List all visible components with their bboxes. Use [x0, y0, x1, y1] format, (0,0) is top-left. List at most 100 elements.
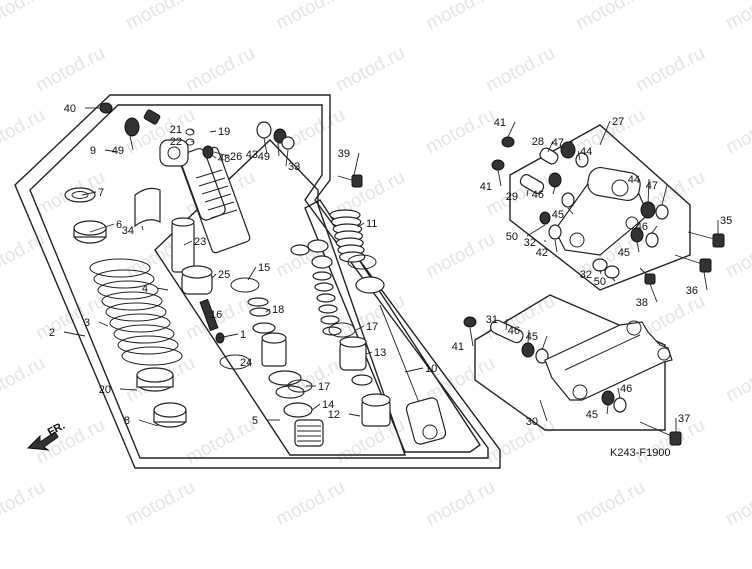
- callout-7: 7: [98, 187, 104, 199]
- callout-leader: [469, 327, 474, 347]
- bolt-35: [687, 231, 725, 248]
- spring-coil: [109, 313, 171, 333]
- callout-leader: [505, 318, 508, 331]
- callout-leader: [599, 269, 602, 275]
- callout-leader: [611, 277, 616, 282]
- callout-11: 11: [366, 218, 377, 230]
- spring: [89, 258, 183, 366]
- callout-16: 16: [210, 309, 222, 321]
- callout-leader: [63, 331, 86, 337]
- watermark-text: motod.ru: [722, 353, 752, 407]
- callout-leader: [661, 184, 668, 206]
- watermark-text: motod.ru: [182, 43, 258, 97]
- callout-leader: [541, 335, 548, 351]
- spring-coil: [113, 324, 175, 344]
- washer-18: [247, 297, 269, 307]
- callout-21: 21: [170, 124, 182, 136]
- frame-link-27: [509, 124, 691, 291]
- spring-coil: [117, 335, 179, 355]
- watermark-text: motod.ru: [572, 477, 648, 531]
- watermark-text: motod.ru: [422, 105, 498, 159]
- callout-30: 30: [526, 416, 538, 428]
- callout-32: 32: [580, 269, 592, 281]
- spring-coil: [89, 258, 151, 278]
- watermark-text: motod.ru: [722, 0, 752, 34]
- callout-49: 49: [112, 145, 124, 157]
- callout-44: 44: [628, 174, 640, 186]
- collar-43: [256, 121, 272, 139]
- callout-leader: [348, 413, 361, 417]
- callout-leader: [636, 241, 640, 253]
- spring-coil: [121, 346, 183, 366]
- callout-38: 38: [636, 297, 648, 309]
- spring-coil: [101, 291, 163, 311]
- watermark-text: motod.ru: [182, 415, 258, 469]
- rubber-5: [294, 419, 324, 447]
- callout-leader: [156, 287, 169, 291]
- callout-45: 45: [586, 409, 598, 421]
- frame-damper-box: [154, 139, 406, 456]
- shim: [316, 293, 336, 303]
- diagram-code: K243-F1900: [610, 447, 671, 459]
- callout-leader: [357, 222, 365, 228]
- callout-35: 35: [720, 215, 732, 227]
- spring-coil: [97, 280, 159, 300]
- callout-13: 13: [374, 347, 386, 359]
- callout-leader: [567, 207, 574, 215]
- callout-leader: [526, 189, 529, 197]
- callout-leader: [527, 329, 530, 344]
- callout-50: 50: [594, 276, 606, 288]
- watermark-text: motod.ru: [422, 0, 498, 34]
- watermark-text: motod.ru: [482, 43, 558, 97]
- callout-leader: [81, 191, 97, 196]
- callout-49: 49: [258, 151, 270, 163]
- watermark-text: motod.ru: [632, 43, 708, 97]
- callout-leader: [365, 351, 373, 355]
- callout-leader: [247, 266, 257, 281]
- callout-leader: [213, 151, 229, 157]
- callout-23: 23: [194, 236, 206, 248]
- seal-14: [283, 402, 313, 418]
- callout-43: 43: [246, 149, 258, 161]
- callout-leader: [129, 135, 134, 151]
- lock-nut-7: [64, 187, 96, 203]
- damper-rod: [379, 304, 421, 406]
- frame-shock-assembly: [14, 94, 501, 469]
- frame-rod-30: [474, 294, 666, 431]
- bump-cap: [355, 276, 385, 294]
- watermark-text: motod.ru: [0, 0, 49, 34]
- callout-4: 4: [142, 283, 148, 295]
- callout-19: 19: [218, 126, 230, 138]
- callout-39: 39: [338, 148, 350, 160]
- circlip-24: [219, 354, 251, 370]
- circlip-17: [328, 322, 356, 338]
- callout-leader: [265, 308, 271, 313]
- callout-leader: [263, 137, 268, 155]
- collar-29: [519, 174, 545, 194]
- callout-leader: [703, 271, 708, 291]
- watermark-text: motod.ru: [332, 43, 408, 97]
- watermark-text: motod.ru: [572, 0, 648, 34]
- collar-28: [539, 147, 559, 165]
- callout-20: 20: [99, 384, 111, 396]
- watermark-text: motod.ru: [422, 229, 498, 283]
- callout-15: 15: [258, 262, 270, 274]
- callout-leader: [526, 224, 546, 237]
- callout-50: 50: [506, 231, 518, 243]
- callout-5: 5: [252, 415, 258, 427]
- callout-40: 40: [64, 103, 76, 115]
- callout-leader: [209, 153, 217, 159]
- valve-16: [199, 298, 219, 332]
- callout-10: 10: [425, 363, 437, 375]
- frame-shock-inner: [29, 104, 489, 459]
- seal-33: [281, 136, 295, 150]
- callout-leader: [617, 387, 621, 399]
- circlip-15: [230, 277, 260, 293]
- callout-18: 18: [272, 304, 284, 316]
- callout-leader: [497, 169, 502, 187]
- callout-22: 22: [170, 136, 182, 148]
- watermark-text: motod.ru: [0, 353, 49, 407]
- callout-37: 37: [678, 413, 690, 425]
- callout-8: 8: [124, 415, 130, 427]
